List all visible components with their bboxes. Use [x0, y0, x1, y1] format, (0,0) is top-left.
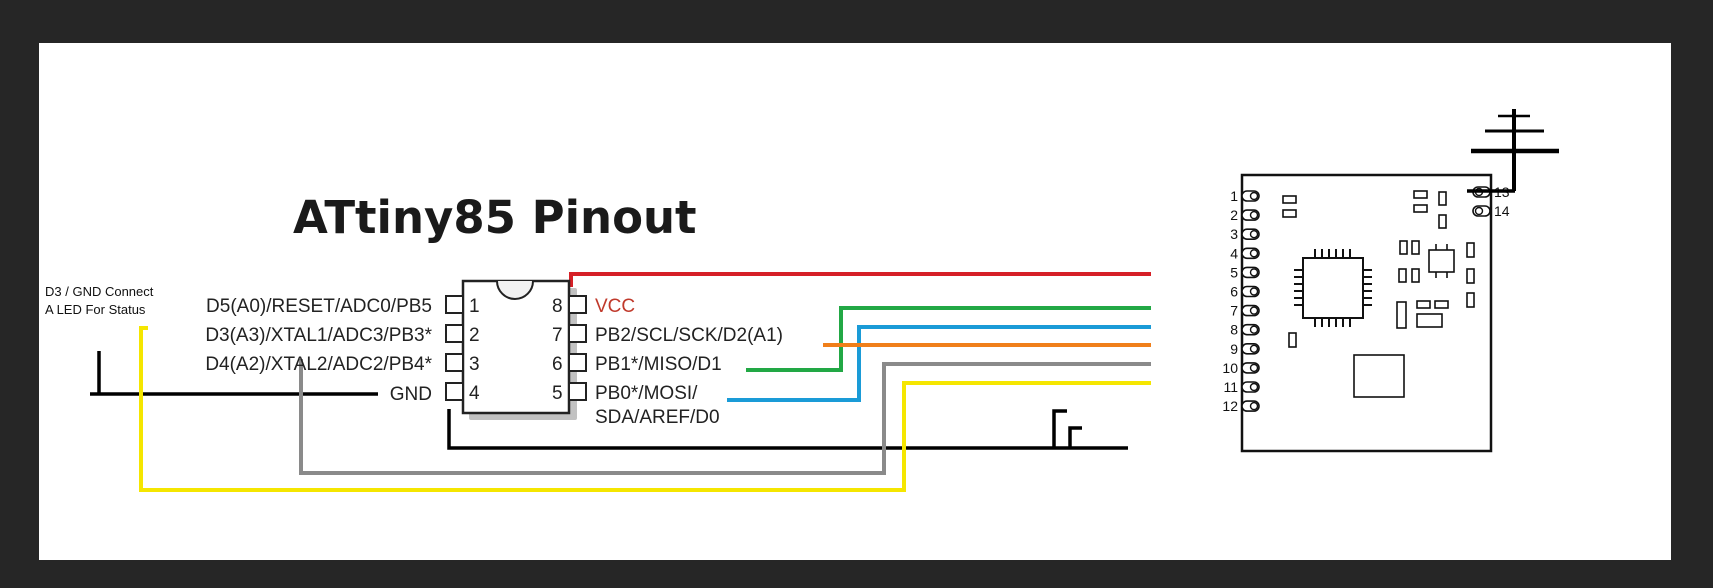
module-pin-pads [1241, 186, 1491, 412]
chip-pin-pad-4 [445, 382, 464, 401]
module-pin-label-9: 9 [1230, 341, 1238, 357]
pin-label-7: PB2/SCL/SCK/D2(A1) [595, 325, 783, 346]
chip-pin-number-2: 2 [469, 325, 480, 346]
pin-label-6: PB1*/MISO/D1 [595, 354, 722, 375]
wire-vcc [569, 272, 1151, 287]
module-pin-pad-4 [1241, 247, 1260, 260]
chip-pin-pad-5 [568, 382, 587, 401]
module-components [1282, 190, 1475, 398]
chip-pin-number-6: 6 [552, 354, 563, 375]
module-pin-pad-6 [1241, 285, 1260, 298]
diagram-title: ATtiny85 Pinout [293, 191, 697, 244]
wire-green [746, 306, 1151, 372]
schematic-svg: ATtiny85 Pinout D3 / GND Connect A LED F… [45, 109, 1559, 492]
wire-status-led [90, 351, 378, 396]
wire-blue [727, 325, 1151, 402]
module-pin-label-11: 11 [1223, 379, 1238, 395]
module-pin-label-8: 8 [1230, 322, 1238, 338]
pin-label-5: PB0*/MOSI/ [595, 383, 698, 404]
chip-pin-number-5: 5 [552, 383, 563, 404]
antenna-symbol [1467, 109, 1559, 193]
chip-pin-pad-6 [568, 353, 587, 372]
pin-label-2: D3(A3)/XTAL1/ADC3/PB3* [205, 325, 432, 346]
diagram-sheet: ATtiny85 Pinout D3 / GND Connect A LED F… [39, 43, 1671, 560]
wire-gnd [447, 409, 1128, 450]
module-pin-pad-11 [1241, 381, 1260, 393]
chip-pin-number-8: 8 [552, 296, 563, 317]
note-line-2: A LED For Status [45, 302, 146, 317]
module-pin-label-14: 14 [1494, 203, 1510, 219]
module-pin-label-5: 5 [1230, 264, 1238, 280]
pin-label-3: D4(A2)/XTAL2/ADC2/PB4* [205, 354, 432, 375]
chip-pin-pad-1 [445, 295, 464, 314]
attiny85-chip: 1 2 3 4 8 7 6 5 [445, 279, 587, 420]
chip-pin-pad-2 [445, 324, 464, 343]
pin-label-4: GND [390, 384, 432, 405]
chip-pin-number-7: 7 [552, 325, 563, 346]
module-pin-label-1: 1 [1230, 188, 1238, 204]
module-pin-pad-3 [1241, 228, 1260, 240]
module-pin-pad-5 [1241, 266, 1260, 279]
module-pin-label-2: 2 [1230, 207, 1238, 223]
module-pin-pad-12 [1241, 400, 1260, 412]
module-pin-label-3: 3 [1230, 226, 1238, 242]
chip-pin-pad-8 [568, 295, 587, 314]
wire-yellow [139, 326, 1151, 492]
module-pin-label-4: 4 [1230, 245, 1238, 261]
module-pin-label-12: 12 [1222, 398, 1238, 414]
module-mcu-chip [1294, 249, 1372, 327]
chip-pin-pad-7 [568, 324, 587, 343]
module-pin-pad-2 [1241, 209, 1260, 221]
module-pin-pad-10 [1241, 362, 1260, 374]
module-pin-pad-8 [1241, 323, 1260, 336]
pin-label-5-line2: SDA/AREF/D0 [595, 407, 720, 428]
module-pin-pad-14 [1472, 205, 1491, 217]
note-line-1: D3 / GND Connect [45, 284, 154, 299]
chip-pin-number-4: 4 [469, 383, 480, 404]
pin-label-1: D5(A0)/RESET/ADC0/PB5 [206, 296, 432, 317]
module-pin-label-6: 6 [1230, 284, 1238, 300]
pin-label-8: VCC [595, 296, 635, 317]
module-pin-pad-9 [1241, 342, 1260, 355]
wire-gray [299, 359, 1151, 475]
module-pin-pad-1 [1241, 190, 1260, 202]
module-pin-pad-7 [1241, 304, 1260, 317]
chip-pin-pad-3 [445, 353, 464, 372]
module-pin-label-7: 7 [1230, 303, 1238, 319]
module-pin-label-10: 10 [1222, 360, 1238, 376]
chip-pin-number-3: 3 [469, 354, 480, 375]
chip-pin-number-1: 1 [469, 296, 480, 317]
